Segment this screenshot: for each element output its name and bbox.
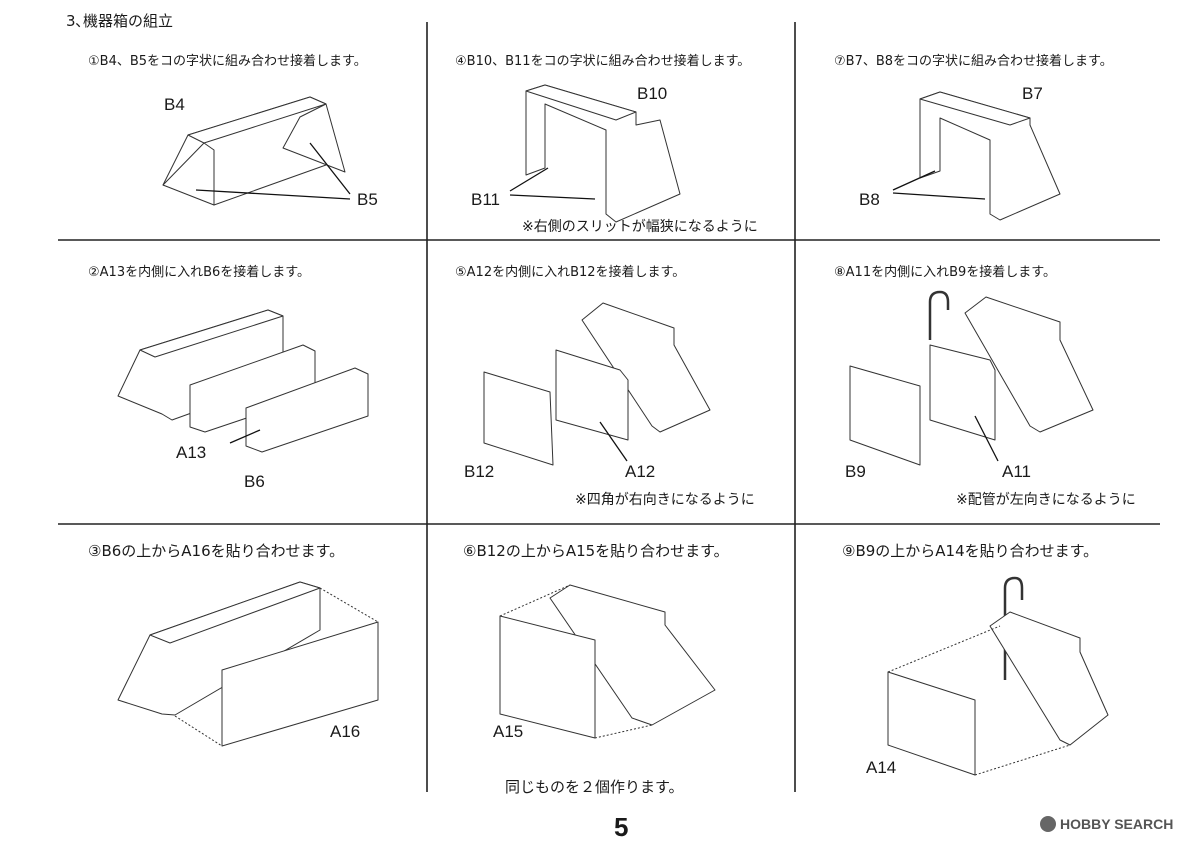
drawing-step-3 [117, 581, 379, 747]
part-label-b8: B8 [859, 190, 880, 209]
part-label-b9: B9 [845, 462, 866, 481]
step-5-title: ⑤A12を内側に入れB12を接着します。 [455, 265, 686, 280]
drawing-step-7 [892, 91, 1061, 221]
drawing-step-1 [162, 96, 351, 206]
part-label-b4: B4 [164, 95, 185, 114]
part-label-a14: A14 [866, 758, 897, 777]
step-4-note: ※右側のスリットが幅狭になるように [522, 219, 758, 235]
step-8-title: ⑧A11を内側に入れB9を接着します。 [834, 265, 1056, 280]
step-1-title: ①B4、B5をコの字状に組み合わせ接着します。 [88, 54, 367, 69]
part-label-b7: B7 [1022, 84, 1043, 103]
step-4-title: ④B10、B11をコの字状に組み合わせ接着します。 [455, 54, 751, 69]
step-8-note: ※配管が左向きになるように [956, 492, 1136, 508]
step-9-title: ⑨B9の上からA14を貼り合わせます。 [842, 542, 1099, 560]
page-number: 5 [614, 812, 629, 842]
step-6-title: ⑥B12の上からA15を貼り合わせます。 [463, 542, 729, 560]
drawing-step-9 [887, 576, 1109, 776]
part-label-a13: A13 [176, 443, 207, 462]
part-label-b12: B12 [464, 462, 495, 481]
drawing-step-2 [117, 309, 369, 453]
part-label-a11: A11 [1002, 462, 1031, 481]
part-label-a15: A15 [493, 722, 524, 741]
part-label-b10: B10 [637, 84, 668, 103]
part-label-b11: B11 [471, 190, 500, 209]
drawing-step-6 [499, 584, 716, 739]
footer-note: 同じものを２個作ります。 [505, 778, 684, 796]
step-3-title: ③B6の上からA16を貼り合わせます。 [88, 542, 345, 560]
grid-lines [58, 22, 1160, 792]
drawing-step-4 [509, 84, 681, 223]
part-label-a16: A16 [330, 722, 361, 741]
drawing-step-8 [849, 290, 1094, 466]
drawing-step-5 [483, 302, 711, 466]
watermark-text: HOBBY SEARCH [1060, 816, 1174, 832]
part-label-b6: B6 [244, 472, 265, 491]
watermark: HOBBY SEARCH [1040, 816, 1173, 832]
watermark-logo-icon [1040, 816, 1056, 832]
step-5-note: ※四角が右向きになるように [575, 492, 755, 508]
part-label-a12: A12 [625, 462, 656, 481]
part-label-b5: B5 [357, 190, 378, 209]
step-2-title: ②A13を内側に入れB6を接着します。 [88, 265, 310, 280]
section-title: 3､機器箱の組立 [66, 12, 174, 30]
step-7-title: ⑦B7、B8をコの字状に組み合わせ接着します。 [834, 54, 1113, 69]
